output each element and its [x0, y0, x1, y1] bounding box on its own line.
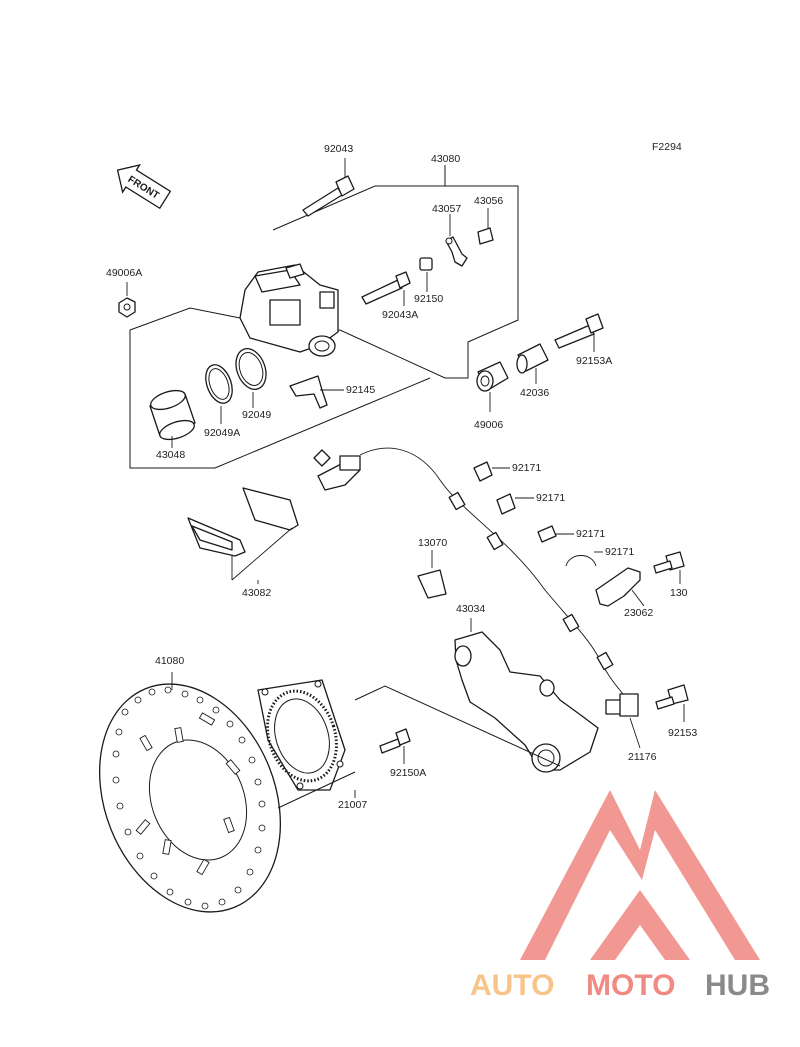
label-21176: 21176	[628, 751, 657, 763]
sleeve-42036	[516, 343, 549, 374]
bracket-frame	[354, 685, 561, 767]
diagram-code: F2294	[652, 141, 682, 153]
label-41080: 41080	[155, 655, 184, 667]
label-23062: 23062	[624, 607, 653, 619]
brake-pads-43082	[187, 487, 299, 557]
clamp-92171-a	[473, 461, 493, 482]
watermark-part2: MOTO	[586, 969, 675, 1002]
seal-92049A	[205, 364, 233, 404]
bleeder-43057	[445, 236, 468, 267]
label-92171-c: 92171	[576, 528, 605, 540]
watermark-logo-icon	[520, 790, 760, 960]
label-130: 130	[670, 587, 688, 599]
sensor-rotor-21007	[257, 679, 346, 791]
caliper-body	[239, 263, 339, 357]
clamp-92171-d	[565, 555, 597, 567]
spring-13070	[417, 569, 447, 599]
bolt-92043	[302, 175, 355, 217]
label-49006A: 49006A	[106, 267, 142, 279]
sensor-cable	[313, 447, 639, 717]
label-43048: 43048	[156, 449, 185, 461]
label-49006: 49006	[474, 419, 503, 431]
front-arrow-icon: FRONT	[116, 164, 172, 210]
label-92150A: 92150A	[390, 767, 426, 779]
label-92153A: 92153A	[576, 355, 612, 367]
rotor-frame	[277, 771, 356, 809]
bolt-92153	[655, 684, 689, 710]
bolt-92153A	[554, 313, 604, 349]
clamp-92171-c	[537, 525, 557, 543]
spring-92145	[289, 375, 328, 409]
bolt-92150A	[379, 728, 411, 754]
label-43080: 43080	[431, 153, 460, 165]
label-92171-b: 92171	[536, 492, 565, 504]
label-92145: 92145	[346, 384, 375, 396]
plug-92150	[419, 257, 433, 271]
label-92043A: 92043A	[382, 309, 418, 321]
seal-92049	[235, 348, 267, 390]
label-42036: 42036	[520, 387, 549, 399]
boot-49006	[476, 361, 509, 392]
nut-49006A	[118, 297, 136, 318]
caliper-bracket-43034	[454, 631, 599, 773]
bleeder-cap-43056	[477, 227, 494, 245]
label-43057: 43057	[432, 203, 461, 215]
label-92049: 92049	[242, 409, 271, 421]
label-92150: 92150	[414, 293, 443, 305]
bracket-23062	[595, 567, 641, 607]
label-92171-a: 92171	[512, 462, 541, 474]
caliper-frame	[129, 185, 519, 469]
bolt-130	[653, 551, 685, 574]
watermark-part3: HUB	[705, 969, 770, 1002]
label-13070: 13070	[418, 537, 447, 549]
label-92171-d: 92171	[605, 546, 634, 558]
label-21007: 21007	[338, 799, 367, 811]
label-43082: 43082	[242, 587, 271, 599]
brake-disc-41080	[98, 683, 282, 913]
label-92043: 92043	[324, 143, 353, 155]
watermark-part1: AUTO	[470, 969, 554, 1002]
label-43034: 43034	[456, 603, 485, 615]
pin-92043A	[361, 271, 411, 305]
label-92049A: 92049A	[204, 427, 240, 439]
clamp-92171-b	[496, 493, 516, 515]
label-92153: 92153	[668, 727, 697, 739]
piston-43048	[149, 389, 196, 441]
label-43056: 43056	[474, 195, 503, 207]
watermark-text: AUTO MOTO HUB	[470, 969, 770, 1002]
